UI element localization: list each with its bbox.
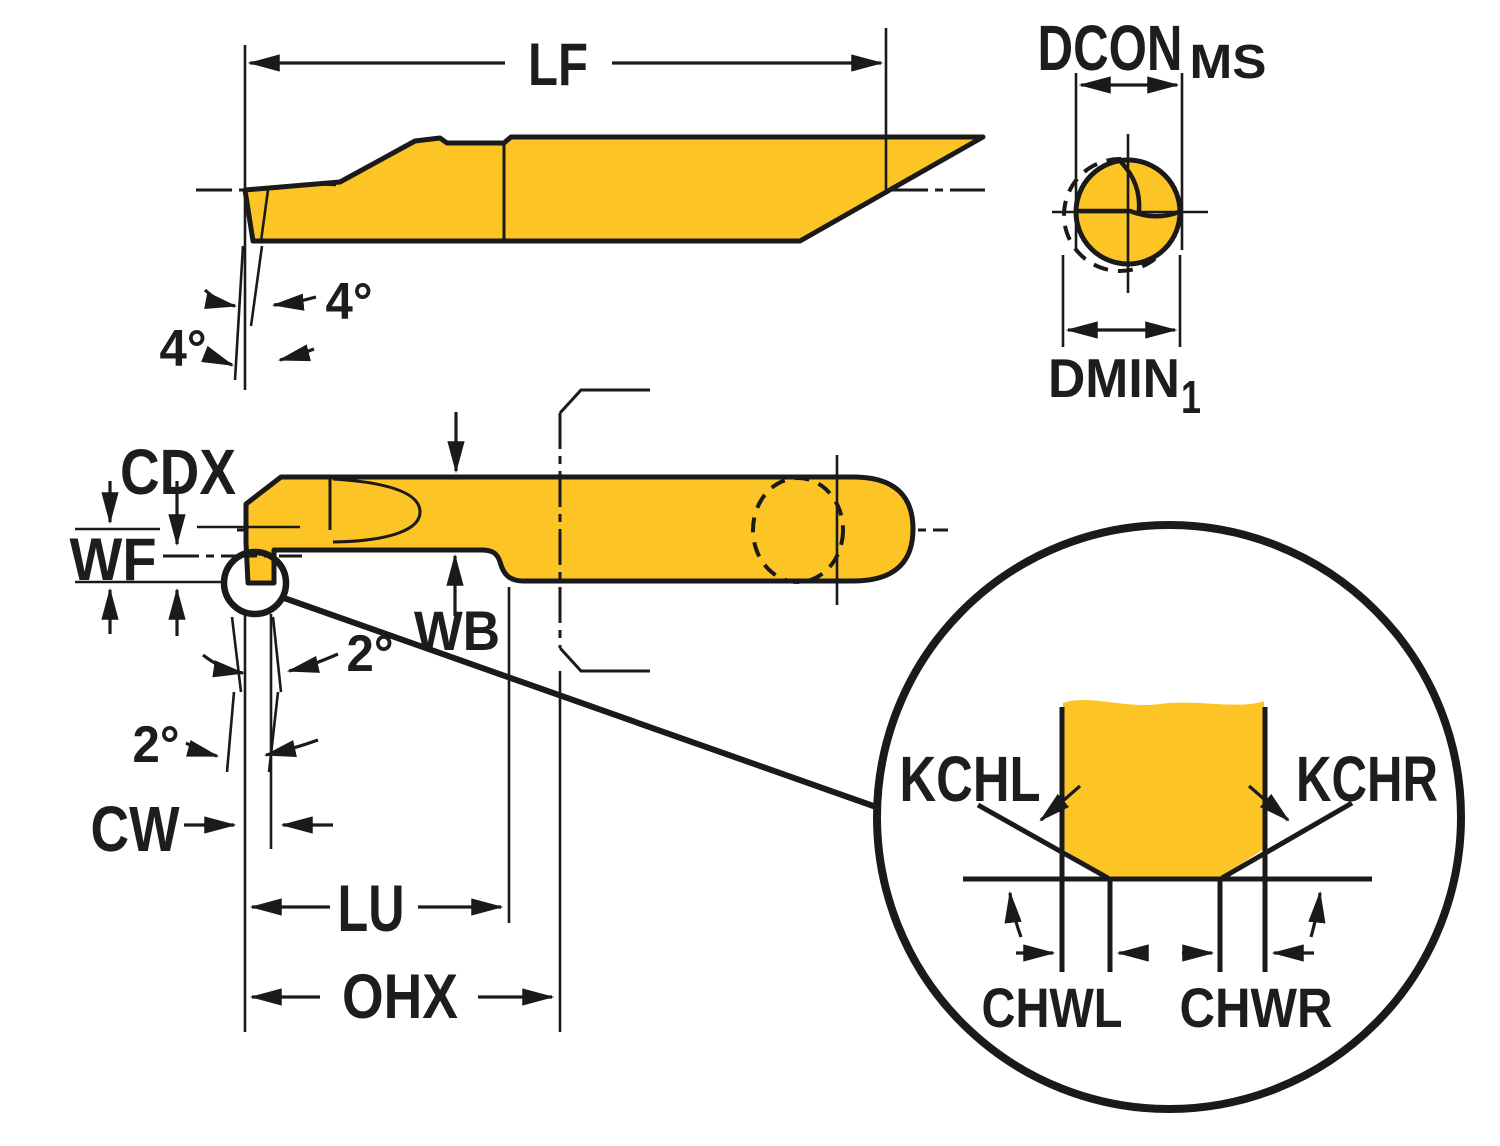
kchl-arrow [1039, 784, 1082, 822]
dim-label-wb: WB [414, 599, 500, 662]
taper-line-upper-right [271, 616, 283, 693]
taper-line-upper-left [230, 616, 243, 693]
dim-label-chwl: CHWL [982, 976, 1123, 1039]
dim-label-taper-lower: 2° [133, 716, 180, 774]
kchr-arrow [1247, 784, 1290, 822]
bore-dashed-ellipse [751, 476, 845, 584]
datum-hook-top [558, 388, 650, 415]
relief4-upper-arrow-left [203, 288, 238, 309]
side-view: LF 4° 4° [160, 28, 986, 390]
chamfer-line-left [976, 802, 1110, 881]
baseline-pointer-right [1308, 890, 1326, 938]
section-edge-flat [1075, 208, 1182, 219]
side-view-tool-body [242, 134, 986, 244]
dim-label-dmin: DMIN [1048, 347, 1180, 409]
dim-label-cw: CW [91, 793, 180, 865]
dim-label-wf: WF [70, 526, 157, 593]
baseline-pointer-left [1004, 890, 1023, 938]
taper2-lower-arrow-right [263, 738, 319, 757]
dim-label-lu: LU [338, 871, 405, 945]
detail-leader-line [283, 595, 880, 811]
taper-line-lower-left [225, 691, 236, 773]
relief-construction-line-1 [233, 245, 245, 381]
dim-label-relief-angle-side: 4° [326, 273, 373, 331]
taper2-lower-arrow-left [185, 739, 220, 758]
chamfer-line-right [1220, 800, 1354, 881]
section-view: DCON MS DMIN 1 [1038, 12, 1267, 423]
dim-label-kchl: KCHL [900, 743, 1041, 815]
section-edge-curve [1118, 159, 1142, 214]
insert-edge-line [259, 189, 270, 242]
tip-notch-line [271, 182, 337, 191]
dim-label-cdx: CDX [120, 436, 236, 508]
dim-label-dcon: DCON [1038, 12, 1183, 84]
profile-view: WB CDX WF 2° 2° CW LU OHX [70, 388, 948, 1032]
detail-insert-block [1063, 700, 1264, 877]
dim-label-relief-angle-front: 4° [160, 320, 207, 378]
relief4-lower-arrow-right [277, 344, 315, 362]
taper2-upper-arrow-left [202, 653, 246, 678]
taper-line-lower-right [267, 691, 280, 773]
detail-view: KCHL KCHR CHWL CHWR [873, 521, 1465, 1113]
insert-pocket-curve [332, 477, 422, 544]
taper2-upper-arrow-right [286, 652, 339, 673]
detail-marker-circle [220, 548, 290, 618]
dim-label-chwr: CHWR [1180, 976, 1333, 1039]
datum-hook-bottom [558, 646, 650, 673]
relief-construction-line-2 [249, 245, 264, 327]
dim-label-lf: LF [528, 31, 588, 98]
dim-label-dmin-subscript: 1 [1181, 371, 1201, 423]
dim-label-taper-upper: 2° [347, 625, 394, 683]
dim-label-ohx: OHX [342, 962, 458, 1032]
profile-tool-body [243, 474, 916, 586]
dim-label-kchr: KCHR [1296, 743, 1438, 815]
dim-label-dcon-subscript: MS [1190, 36, 1267, 89]
relief4-upper-arrow-right [271, 293, 317, 311]
relief4-lower-arrow-left [201, 345, 235, 367]
